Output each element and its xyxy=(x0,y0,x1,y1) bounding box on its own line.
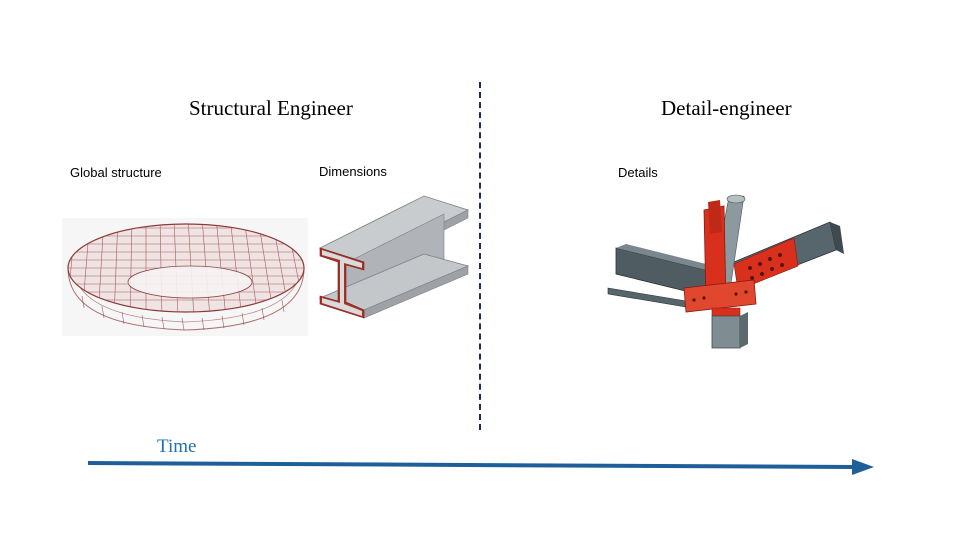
section-divider xyxy=(479,82,481,430)
structural-engineer-heading: Structural Engineer xyxy=(189,96,353,120)
global-structure-caption: Global structure xyxy=(70,165,162,180)
steel-joint-details-icon xyxy=(607,194,844,349)
time-label: Time xyxy=(157,436,197,457)
global-structure-model xyxy=(62,218,308,336)
detail-engineer-heading: Detail-engineer xyxy=(661,96,792,120)
dimensions-caption: Dimensions xyxy=(319,164,387,179)
i-beam-section-icon xyxy=(318,195,470,319)
details-caption: Details xyxy=(618,165,658,180)
time-arrow xyxy=(87,459,874,475)
